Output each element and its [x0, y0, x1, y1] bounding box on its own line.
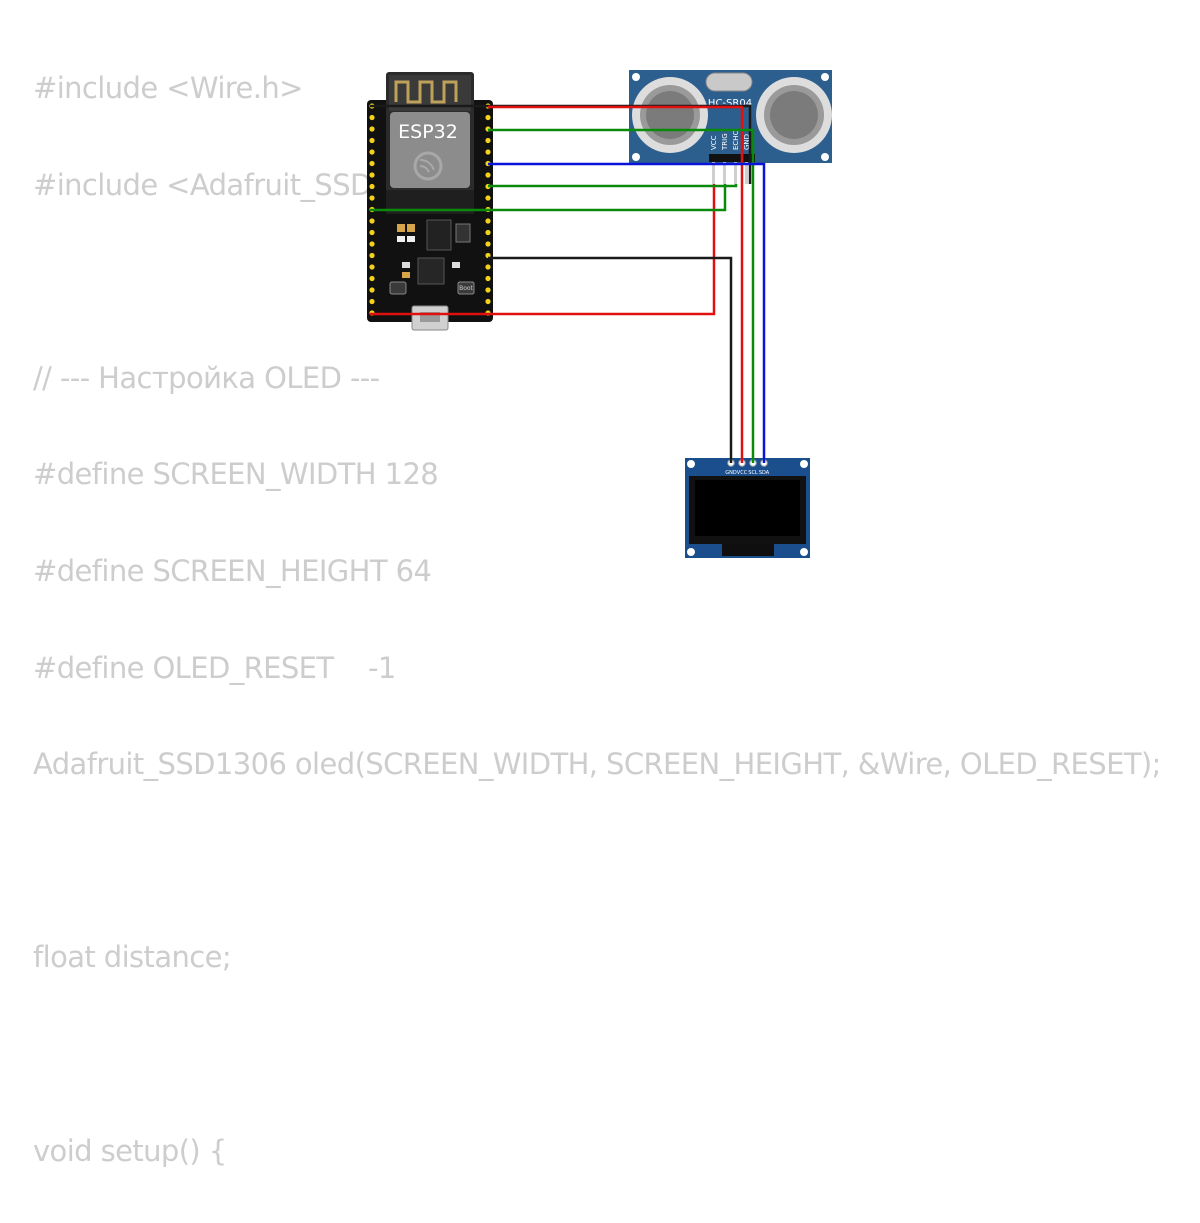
esp32-pin[interactable]: [485, 149, 491, 155]
esp32-board[interactable]: ESP32 Boot: [367, 72, 493, 331]
boot-button-label: Boot: [459, 285, 473, 292]
wire-oled-gnd[interactable]: [488, 256, 733, 463]
esp32-pin[interactable]: [485, 172, 491, 178]
esp32-pin[interactable]: [369, 183, 375, 190]
oled-screen: [695, 480, 800, 536]
esp32-pin[interactable]: [485, 275, 491, 282]
esp32-pin[interactable]: [369, 149, 375, 155]
espressif-logo-icon: [413, 151, 443, 181]
esp32-pin[interactable]: [369, 275, 375, 282]
esp32-pin[interactable]: [485, 114, 491, 121]
esp32-pin[interactable]: [369, 298, 375, 305]
esp32-pin[interactable]: [485, 218, 491, 224]
transducer-right: [756, 77, 832, 153]
code-line: Adafruit_SSD1306 oled(SCREEN_WIDTH, SCRE…: [33, 747, 1161, 782]
code-line: [33, 837, 1161, 885]
sensor-pin-label: GND: [743, 134, 751, 150]
hc-sr04-sensor[interactable]: HC-SR04 VCC TRIG ECHO GND: [629, 70, 832, 184]
wire-sensor-trig[interactable]: [370, 184, 727, 212]
esp32-pin[interactable]: [485, 264, 491, 270]
code-line: #include <Wire.h>: [33, 71, 303, 105]
esp32-pin[interactable]: [369, 195, 375, 201]
sensor-pin-label: ECHO: [732, 129, 740, 150]
wire-oled-scl[interactable]: [488, 128, 755, 463]
oled-pin-label: VCC: [737, 470, 748, 476]
wire-sensor-vcc[interactable]: [370, 184, 716, 316]
esp32-pin[interactable]: [485, 229, 491, 236]
esp32-pin[interactable]: [369, 114, 375, 121]
oled-pin-label: SDA: [759, 470, 770, 476]
transducer-left: [632, 77, 708, 153]
code-line: void setup() {: [33, 1133, 227, 1168]
esp32-pin[interactable]: [369, 252, 375, 259]
oled-pin-label: GND: [725, 470, 737, 476]
circuit-canvas: ESP32 Boot: [367, 70, 832, 558]
esp32-pin[interactable]: [369, 126, 375, 132]
esp32-pin[interactable]: [369, 287, 375, 293]
wire-oled-sda[interactable]: [488, 162, 766, 463]
esp32-pin[interactable]: [369, 172, 375, 178]
sensor-label: HC-SR04: [708, 98, 752, 109]
boot-button[interactable]: [457, 281, 475, 295]
en-button[interactable]: [389, 281, 407, 295]
wires: [370, 104, 766, 463]
esp32-pin[interactable]: [485, 241, 491, 247]
oled-display[interactable]: GND VCC SCL SDA: [685, 458, 810, 558]
oled-pin-label: SCL: [748, 470, 758, 476]
sensor-pin-label: VCC: [710, 135, 718, 150]
sensor-pin-labels: VCC TRIG ECHO GND: [710, 129, 751, 151]
esp32-pin[interactable]: [369, 241, 375, 247]
esp32-pin[interactable]: [485, 298, 491, 305]
esp32-pin[interactable]: [485, 137, 491, 144]
esp32-label: ESP32: [398, 121, 458, 143]
esp32-pin[interactable]: [369, 264, 375, 270]
code-line: #define OLED_RESET -1: [33, 650, 396, 685]
code-line: #define SCREEN_HEIGHT 64: [33, 553, 432, 588]
code-line: float distance;: [33, 940, 232, 975]
esp32-pin[interactable]: [369, 229, 375, 236]
esp32-pin[interactable]: [369, 160, 375, 167]
esp32-pin[interactable]: [369, 137, 375, 144]
esp32-pin[interactable]: [485, 287, 491, 293]
wire-sensor-echo[interactable]: [488, 184, 738, 188]
esp32-pin[interactable]: [485, 195, 491, 201]
code-line: #define SCREEN_WIDTH 128: [33, 457, 439, 492]
sensor-pin-label: TRIG: [721, 133, 729, 151]
wire-oled-vcc[interactable]: [488, 105, 744, 463]
code-line: [33, 1030, 1161, 1078]
code-line: // --- Настройка OLED ---: [33, 360, 380, 395]
esp32-pin[interactable]: [369, 218, 375, 224]
